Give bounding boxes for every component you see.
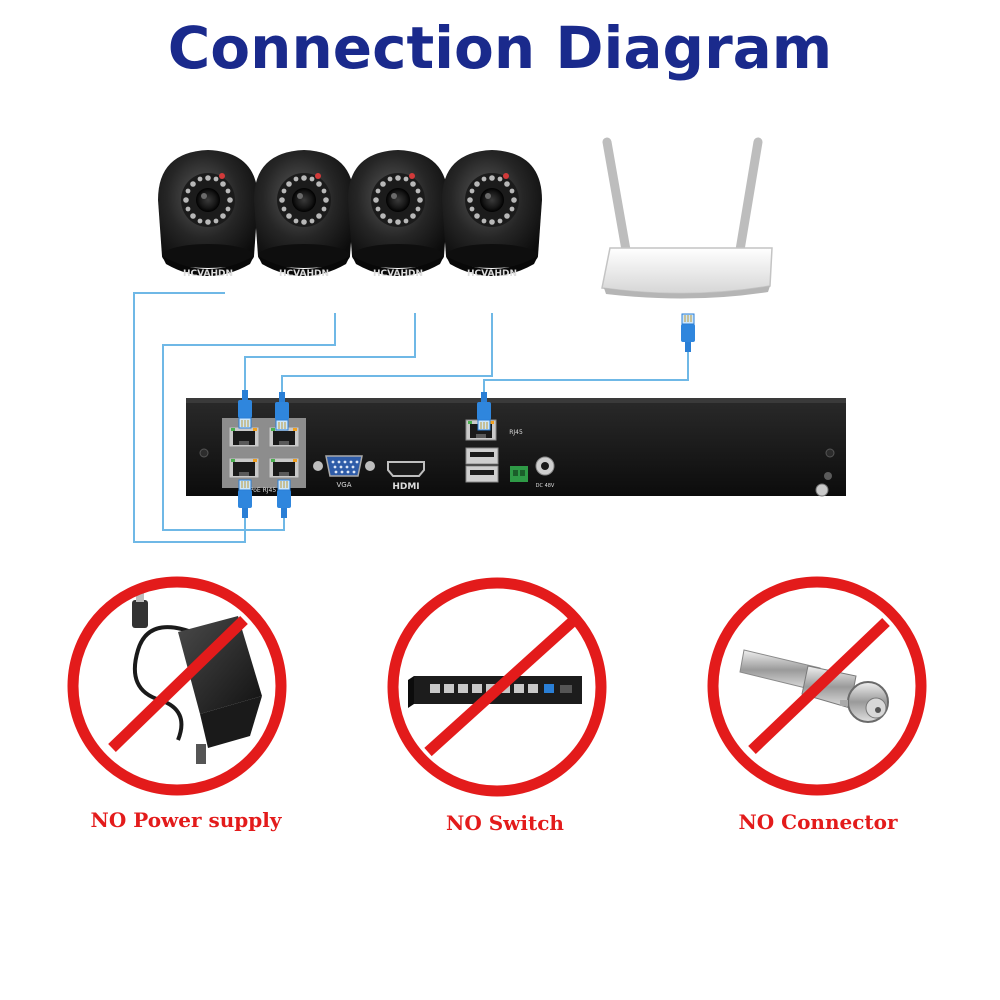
wire-camera-1 <box>133 292 246 543</box>
router-antenna-left <box>602 137 631 255</box>
bnc-connector-icon <box>739 649 889 723</box>
cable-plug-camera-2 <box>276 479 292 519</box>
poe-port-label: PoE RJ45 <box>250 487 277 494</box>
wire-camera-4 <box>281 313 493 392</box>
camera-1: HCVAHDN <box>158 150 258 279</box>
no-connector-label: NO Connector <box>738 810 897 834</box>
vga-port <box>313 455 375 477</box>
camera-3: HCVAHDN <box>348 150 448 279</box>
router-antenna-right <box>735 137 763 255</box>
cable-plug-camera-1 <box>237 479 253 519</box>
usb-ports <box>465 447 499 483</box>
ground-screw-icon <box>815 483 829 497</box>
camera-brand: HCVAHDN <box>467 269 517 279</box>
poe-port-3 <box>228 457 260 479</box>
dc-power-port <box>535 456 555 476</box>
no-switch-item: NO Switch <box>387 577 607 835</box>
cable-plug-router <box>476 391 492 431</box>
poe-port-4 <box>268 457 300 479</box>
camera-brand: HCVAHDN <box>373 269 423 279</box>
dc-label: DC 48V <box>536 483 555 489</box>
poe-port-1 <box>228 426 260 448</box>
router <box>601 137 773 299</box>
no-connector-item: NO Connector <box>707 576 927 834</box>
wire-router <box>483 350 689 392</box>
wire-camera-2 <box>162 313 336 531</box>
camera-brand: HCVAHDN <box>279 269 329 279</box>
prohibit-circle <box>707 576 927 796</box>
prohibit-slash <box>108 616 248 752</box>
no-switch-label: NO Switch <box>446 811 564 835</box>
connection-wires <box>133 292 689 543</box>
power-adapter-icon <box>132 588 262 764</box>
prohibit-slash <box>424 617 576 757</box>
diagram-title: Connection Diagram <box>167 14 833 82</box>
camera-brand: HCVAHDN <box>183 269 233 279</box>
camera-2: HCVAHDN <box>254 150 354 279</box>
screw-icon <box>825 448 835 458</box>
vga-label: VGA <box>336 481 351 489</box>
camera-4: HCVAHDN <box>442 150 542 279</box>
router-body <box>601 247 773 295</box>
prohibit-slash <box>748 618 890 754</box>
rj45-label: RJ45 <box>509 429 523 436</box>
hdmi-port <box>387 461 425 477</box>
wire-camera-3 <box>244 313 416 390</box>
cable-plug-camera-4 <box>274 391 290 431</box>
prohibit-circle <box>387 577 607 797</box>
prohibit-circle <box>67 576 287 796</box>
terminal-block <box>510 466 528 482</box>
no-power-supply-item: NO Power supply <box>67 576 287 832</box>
nvr-recorder: PoE RJ45 VGA HDMI RJ45 <box>186 398 846 497</box>
router-cable-plug <box>680 313 696 353</box>
screw-icon <box>199 448 209 458</box>
hdmi-label: HDMI <box>392 482 419 492</box>
no-power-supply-label: NO Power supply <box>91 808 283 832</box>
cable-plug-camera-3 <box>237 389 253 429</box>
